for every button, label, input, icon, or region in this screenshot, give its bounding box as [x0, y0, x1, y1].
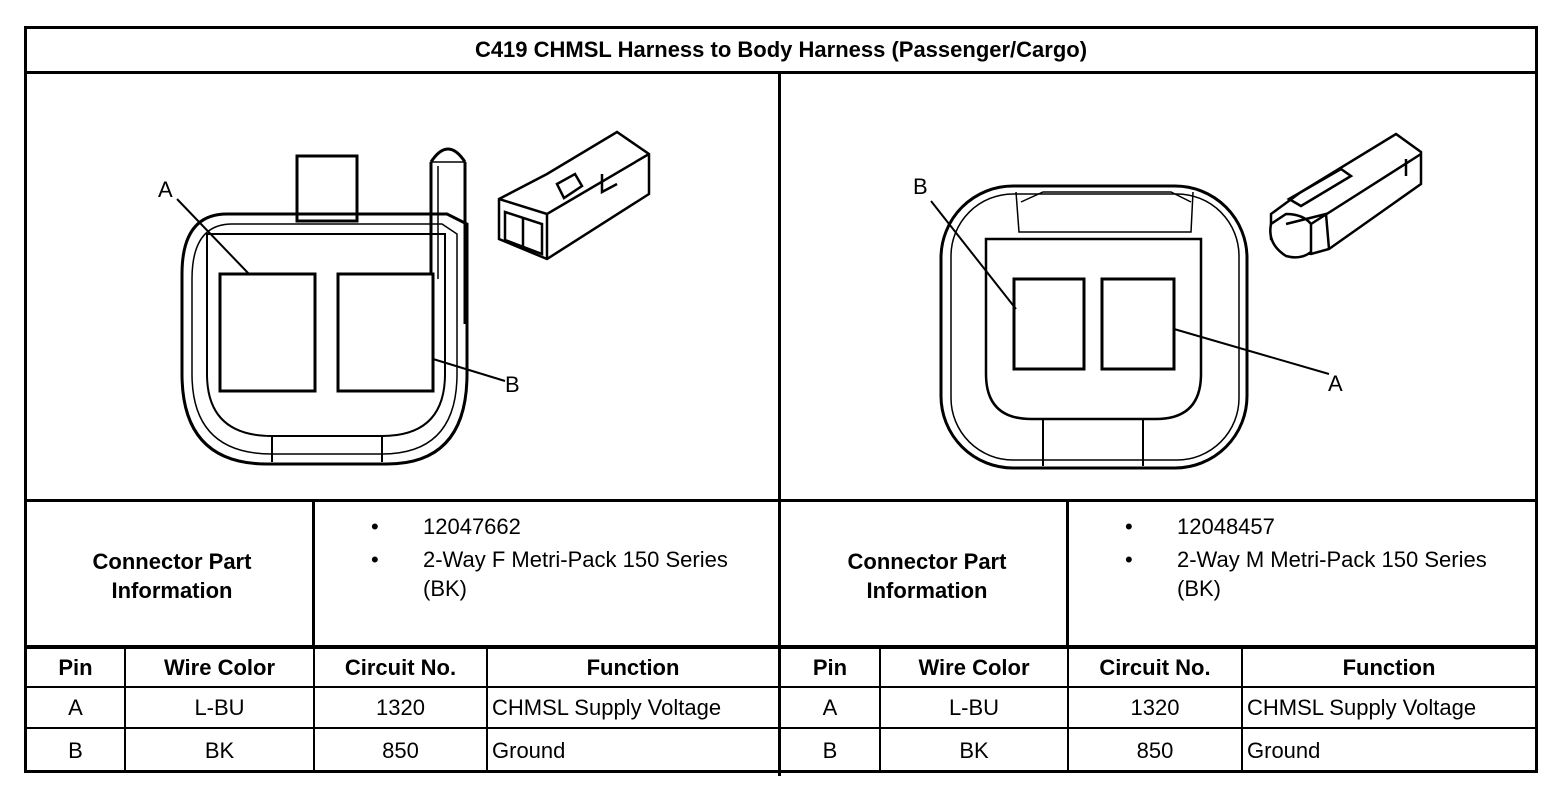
row-a-bottom-rule — [27, 727, 1535, 729]
right-row-b-pin: B — [822, 738, 838, 763]
right-connector-part-label: Connector Part Information — [847, 549, 1007, 603]
right-part-description: 2-Way M Metri-Pack 150 Series (BK) — [1125, 545, 1530, 603]
right-pin-b-label: B — [913, 174, 928, 199]
left-col-divider-3 — [486, 649, 488, 773]
right-col-divider-1 — [879, 649, 881, 773]
left-part-info-list: 12047662 2-Way F Metri-Pack 150 Series (… — [371, 512, 771, 603]
right-row-b-function: Ground — [1247, 738, 1321, 763]
right-header-function: Function — [1342, 654, 1436, 680]
left-header-function: Function — [586, 654, 680, 680]
left-header-pin: Pin — [58, 654, 93, 680]
right-row-a-function: CHMSL Supply Voltage — [1247, 694, 1477, 720]
left-part-description: 2-Way F Metri-Pack 150 Series (BK) — [371, 545, 771, 603]
left-row-a-wire-color: L-BU — [194, 694, 245, 720]
right-row-a-wire-color: L-BU — [948, 694, 1000, 720]
right-col-divider-2 — [1067, 649, 1069, 773]
left-connector-part-label: Connector Part Information — [92, 549, 252, 603]
right-info-divider — [1066, 502, 1069, 645]
right-row-a-pin: A — [822, 694, 838, 720]
left-part-number: 12047662 — [371, 512, 771, 541]
right-row-b-circuit: 850 — [1136, 738, 1174, 763]
left-header-wire-color: Wire Color — [163, 654, 276, 680]
right-row-b-wire-color: BK — [959, 738, 989, 763]
female-connector-diagram: A B — [158, 130, 651, 466]
right-header-pin: Pin — [812, 654, 848, 680]
female-connector-iso-view — [497, 130, 651, 261]
left-row-b-pin: B — [68, 738, 83, 763]
sheet-title: C419 CHMSL Harness to Body Harness (Pass… — [27, 29, 1535, 74]
male-connector-iso-view — [1269, 132, 1423, 259]
left-row-b-wire-color: BK — [204, 738, 235, 763]
left-pin-a-label: A — [158, 177, 173, 202]
info-bottom-rule — [27, 645, 1535, 649]
male-connector-diagram: B A — [913, 132, 1423, 470]
right-header-wire-color: Wire Color — [918, 654, 1030, 680]
right-pin-a-label: A — [1328, 371, 1343, 396]
right-header-circuit: Circuit No. — [1099, 654, 1211, 680]
left-header-circuit: Circuit No. — [344, 654, 457, 680]
left-row-a-function: CHMSL Supply Voltage — [492, 694, 722, 720]
right-part-info-list: 12048457 2-Way M Metri-Pack 150 Series (… — [1125, 512, 1530, 603]
left-col-divider-1 — [124, 649, 126, 773]
right-col-divider-3 — [1241, 649, 1243, 773]
center-divider — [778, 74, 781, 776]
left-row-b-circuit: 850 — [382, 738, 419, 763]
left-col-divider-2 — [313, 649, 315, 773]
left-row-a-circuit: 1320 — [376, 694, 425, 720]
left-row-a-pin: A — [68, 694, 83, 720]
right-part-number: 12048457 — [1125, 512, 1530, 541]
right-row-a-circuit: 1320 — [1130, 694, 1180, 720]
header-bottom-rule — [27, 686, 1535, 688]
left-pin-b-label: B — [505, 372, 520, 397]
left-info-divider — [312, 502, 315, 645]
left-row-b-function: Ground — [492, 738, 566, 763]
diagram-bottom-rule — [27, 499, 1535, 502]
connector-info-sheet: C419 CHMSL Harness to Body Harness (Pass… — [24, 26, 1538, 776]
